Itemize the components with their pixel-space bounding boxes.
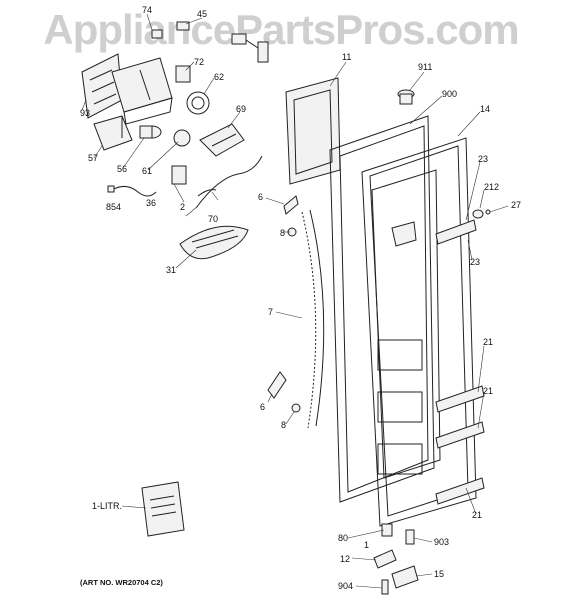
callout-62: 62 [214,72,224,82]
door-handle [301,209,325,429]
callout-27: 27 [511,200,521,210]
callout-903: 903 [434,537,449,547]
callout-7: 7 [268,307,273,317]
callout-36: 36 [146,198,156,208]
callout-21c: 21 [472,510,482,520]
callout-6b: 6 [260,402,265,412]
door-outer-panel [329,115,435,503]
callout-8b: 8 [281,420,286,430]
owner-manual [141,481,185,537]
manual-label: 1-LITR. [92,501,122,511]
callout-21b: 21 [483,386,493,396]
callout-labels: 74 45 72 93 62 57 56 61 69 854 36 2 70 3… [80,5,521,591]
art-number-caption: (ART NO. WR20704 C2) [80,578,163,587]
callout-12: 12 [340,554,350,564]
callout-6a: 6 [258,192,263,202]
callout-11: 11 [342,52,351,62]
callout-15: 15 [434,569,444,579]
callout-80: 80 [338,533,348,543]
hinge-bracket-top [231,33,269,63]
top-cap-911 [397,89,415,105]
callout-74: 74 [142,5,152,15]
callout-57: 57 [88,153,98,163]
wire-harness-right [195,155,263,209]
callout-23a: 23 [478,154,488,164]
ice-chute-door [199,123,245,157]
watermark: AppliancePartsPros.com [43,6,519,53]
callout-14: 14 [480,104,490,114]
callout-1: 1 [364,540,369,550]
callout-93: 93 [80,108,90,118]
motor-box [93,115,133,151]
motor-cylinder [139,125,162,139]
dispenser-housing [111,57,173,125]
actuator-bracket [175,65,191,83]
callout-56: 56 [117,164,127,174]
callout-904: 904 [338,581,353,591]
door-gasket [361,137,477,527]
solenoid-ring [186,91,210,115]
callout-212: 212 [484,182,499,192]
leader-lines [81,13,509,589]
callout-70: 70 [208,214,218,224]
callout-2: 2 [180,202,185,212]
callout-900: 900 [442,89,457,99]
callout-31: 31 [166,265,176,275]
callout-45: 45 [197,9,207,19]
shelf-bins [435,219,485,505]
switch-module [171,165,187,185]
screw-212 [472,209,491,219]
callout-911: 911 [418,62,432,72]
bottom-hinge-parts [373,523,419,595]
drip-tray [179,225,249,260]
callout-61: 61 [142,166,152,176]
callout-854: 854 [106,202,121,212]
callout-23b: 23 [470,257,480,267]
switch-small [151,21,190,39]
callout-21a: 21 [483,337,493,347]
callout-69: 69 [236,104,246,114]
wire-harness-left [107,185,157,197]
callout-72: 72 [194,57,204,67]
dispenser-recess-frame [285,77,341,185]
door-liner-shelves [371,169,441,479]
callout-8a: 8 [280,228,285,238]
